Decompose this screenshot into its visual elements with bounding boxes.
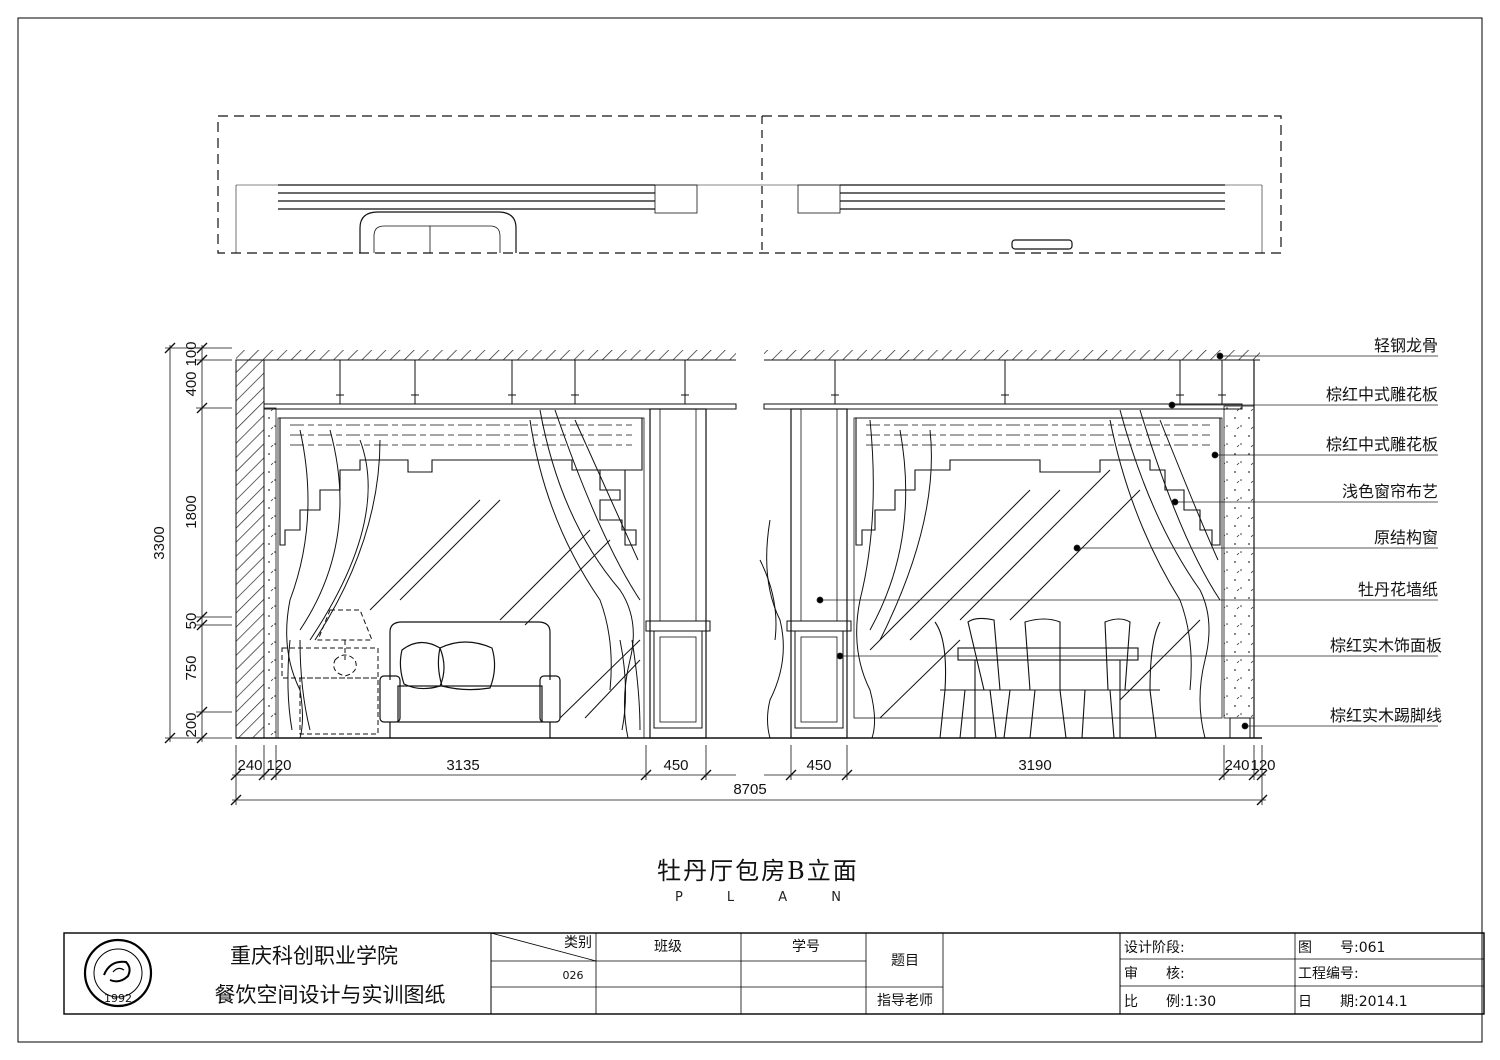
project-number: 工程编号: bbox=[1298, 966, 1359, 982]
dim-v-750: 750 bbox=[183, 655, 200, 680]
date: 日 期:2014.1 bbox=[1298, 994, 1408, 1010]
material-labels: 轻钢龙骨 棕红中式雕花板 棕红中式雕花板 浅色窗帘布艺 原结构窗 牡丹花墙纸 棕… bbox=[1326, 336, 1442, 725]
dim-v-400: 400 bbox=[183, 371, 200, 396]
advisor-label: 指导老师 bbox=[877, 993, 933, 1009]
title-block-texts: 1992 重庆科创职业学院 餐饮空间设计与实训图纸 类别 026 班级 学号 题… bbox=[104, 935, 1408, 1010]
design-stage: 设计阶段: bbox=[1124, 940, 1185, 956]
school-name: 重庆科创职业学院 bbox=[230, 944, 398, 968]
topic-label: 题目 bbox=[891, 953, 919, 969]
category-value: 026 bbox=[563, 969, 584, 982]
scale: 比 例:1:30 bbox=[1124, 994, 1216, 1010]
student-no-label: 学号 bbox=[792, 939, 820, 955]
dim-h-450-left: 450 bbox=[663, 757, 688, 774]
drawing-subtitle: P L A N bbox=[675, 890, 861, 905]
dim-h-240-right: 240 bbox=[1224, 757, 1249, 774]
label-curtain-fabric: 浅色窗帘布艺 bbox=[1342, 482, 1438, 501]
dim-h-120-left: 120 bbox=[266, 757, 291, 774]
ceiling-plan bbox=[217, 115, 1282, 254]
dim-v-200: 200 bbox=[183, 712, 200, 737]
label-peony-wallpaper: 牡丹花墙纸 bbox=[1358, 580, 1438, 599]
dim-v-50: 50 bbox=[183, 613, 200, 630]
category-label: 类别 bbox=[564, 935, 592, 951]
dim-h-3190: 3190 bbox=[1018, 757, 1051, 774]
label-carved-board-1: 棕红中式雕花板 bbox=[1326, 385, 1438, 404]
label-wood-veneer: 棕红实木饰面板 bbox=[1330, 636, 1442, 655]
dim-h-450-right: 450 bbox=[806, 757, 831, 774]
review: 审 核: bbox=[1124, 966, 1185, 982]
dim-v-100: 100 bbox=[183, 341, 200, 366]
drawing-title: 牡丹厅包房B立面 bbox=[657, 857, 859, 885]
label-original-window: 原结构窗 bbox=[1374, 528, 1438, 547]
title-block bbox=[63, 932, 1485, 1015]
course-name: 餐饮空间设计与实训图纸 bbox=[215, 983, 446, 1007]
sheet-border bbox=[17, 17, 1483, 1043]
dim-h-240-left: 240 bbox=[237, 757, 262, 774]
dimension-lines bbox=[164, 342, 1268, 806]
label-light-steel-keel: 轻钢龙骨 bbox=[1374, 336, 1438, 355]
dim-h-120-right: 120 bbox=[1250, 757, 1275, 774]
leader-lines bbox=[816, 352, 1438, 730]
dim-v-3300: 3300 bbox=[151, 526, 168, 559]
label-carved-board-2: 棕红中式雕花板 bbox=[1326, 435, 1438, 454]
vertical-dimension-texts: 100 400 1800 50 750 200 3300 bbox=[151, 341, 200, 737]
drawing-number: 图 号:061 bbox=[1298, 940, 1385, 956]
logo-year: 1992 bbox=[104, 992, 132, 1005]
label-wood-skirting: 棕红实木踢脚线 bbox=[1330, 706, 1442, 725]
dim-h-3135: 3135 bbox=[446, 757, 479, 774]
horizontal-dimension-texts: 240 120 3135 450 450 3190 240 120 8705 bbox=[237, 757, 1275, 798]
dim-v-1800: 1800 bbox=[183, 495, 200, 528]
class-label: 班级 bbox=[654, 939, 682, 955]
dim-h-total: 8705 bbox=[733, 781, 766, 798]
elevation bbox=[235, 350, 1262, 739]
